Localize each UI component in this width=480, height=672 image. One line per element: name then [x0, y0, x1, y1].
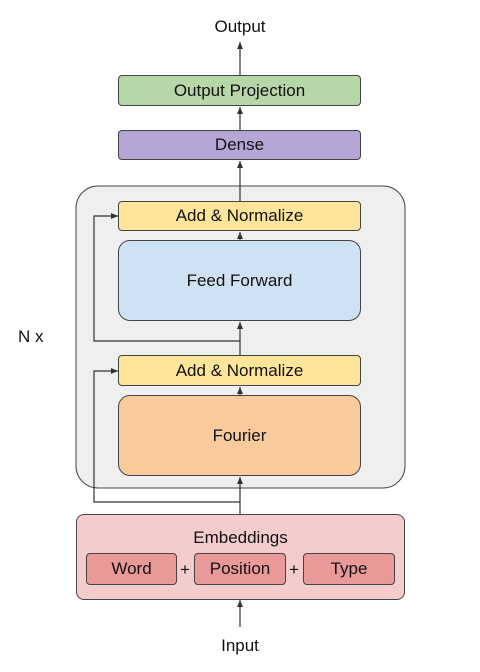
word-embedding-block: Word	[86, 553, 177, 585]
add-normalize-top-label: Add & Normalize	[175, 206, 304, 225]
repeat-count-label: N x	[18, 327, 44, 346]
plus-sign-2: +	[289, 560, 299, 579]
add-normalize-bottom-label: Add & Normalize	[175, 360, 304, 380]
fourier-block: Fourier	[118, 395, 361, 476]
dense-block: Dense	[118, 130, 361, 160]
feed-forward-block: Feed Forward	[118, 240, 361, 321]
output-projection-label: Output Projection	[173, 80, 306, 100]
residual-connection-fourier	[93, 368, 240, 503]
type-embedding-block: Type	[303, 553, 395, 585]
fourier-label: Fourier	[212, 425, 267, 445]
plus-sign-1: +	[180, 560, 190, 579]
residual-connection-feed-forward	[93, 213, 240, 342]
input-label: Input	[221, 636, 259, 655]
add-normalize-bottom-block: Add & Normalize	[118, 355, 361, 386]
type-embedding-label: Type	[330, 559, 368, 578]
position-embedding-label: Position	[209, 559, 271, 578]
add-normalize-top-block: Add & Normalize	[118, 201, 361, 231]
feed-forward-label: Feed Forward	[186, 270, 293, 290]
output-label: Output	[214, 17, 266, 36]
dense-label: Dense	[214, 135, 265, 154]
output-projection-block: Output Projection	[118, 75, 361, 106]
embeddings-label: Embeddings	[193, 528, 288, 547]
position-embedding-block: Position	[194, 553, 286, 585]
word-embedding-label: Word	[111, 559, 152, 578]
